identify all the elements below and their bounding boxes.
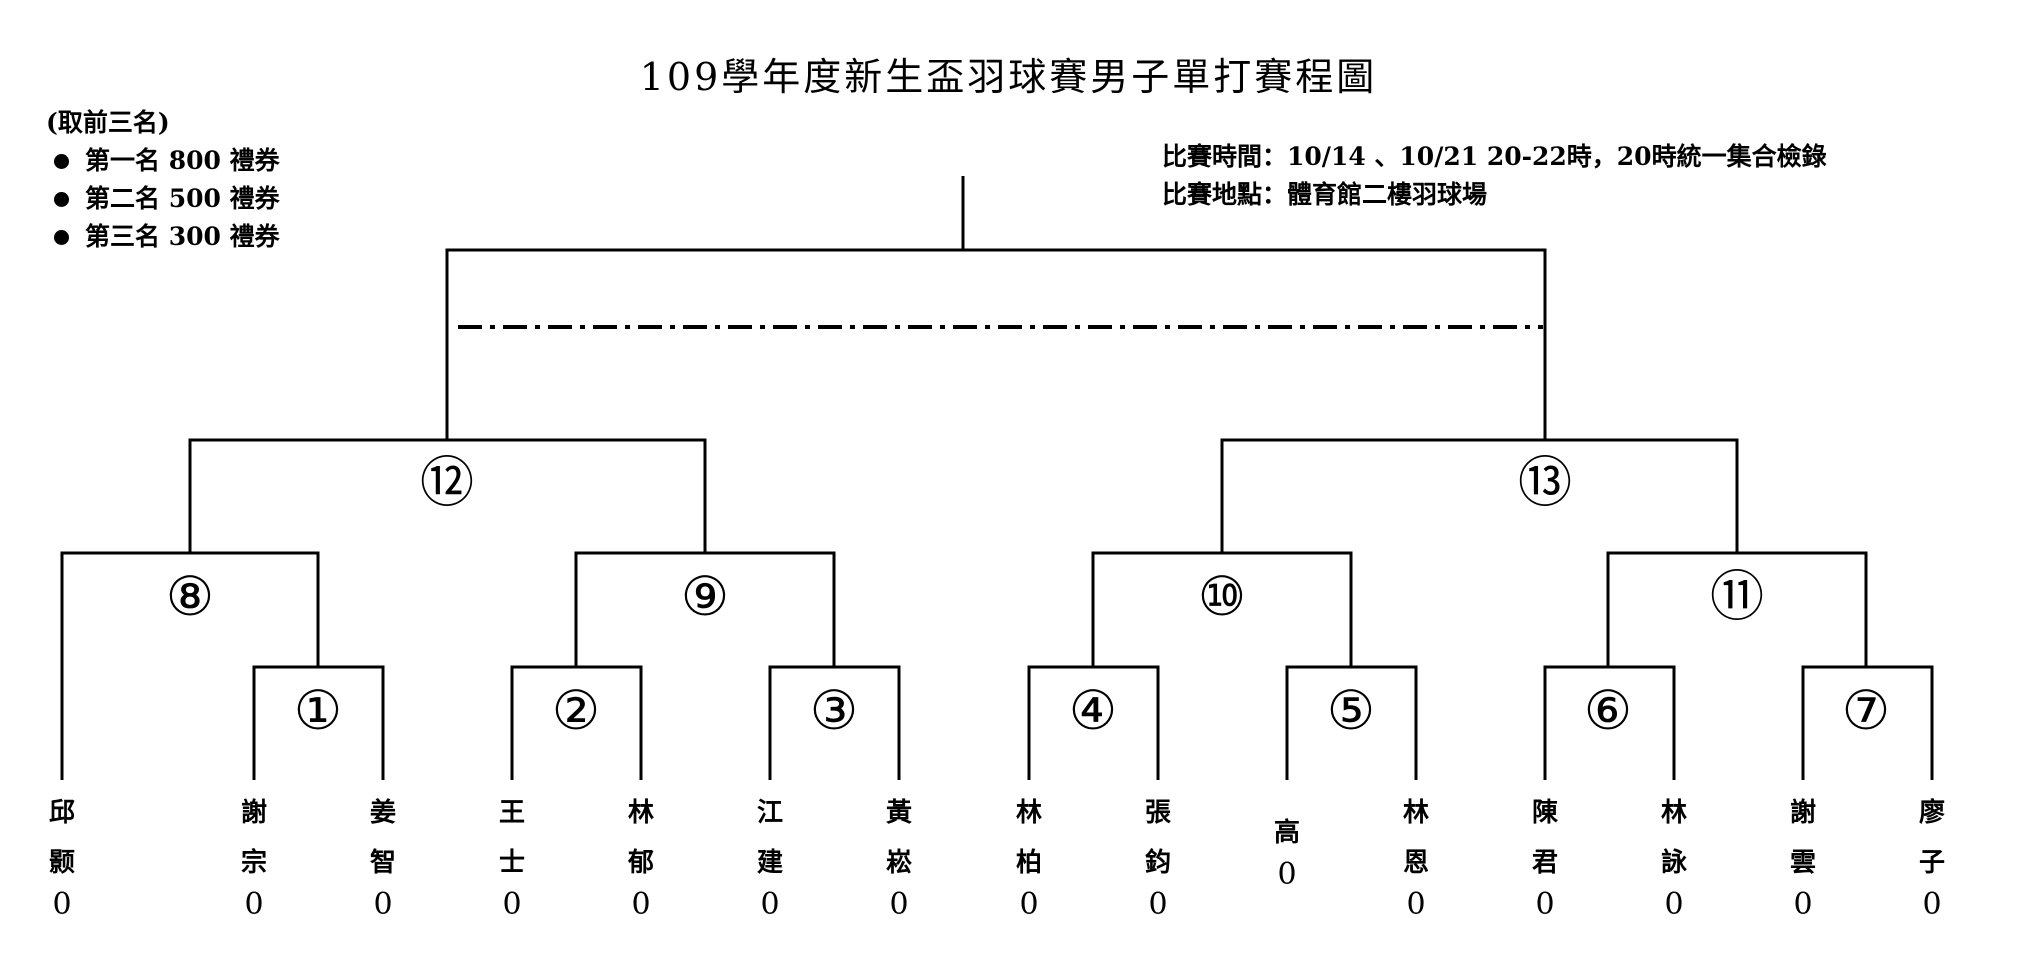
player-entry: 邱颢 0 <box>32 788 92 922</box>
match-number: ⑦ <box>1842 679 1890 742</box>
prize-item-first: 第一名 800 禮券 <box>46 142 280 180</box>
player-entry: 黃崧 0 <box>869 788 929 922</box>
player-name: 邱颢 <box>48 798 75 878</box>
player-score: 0 <box>1019 887 1039 922</box>
bracket-line <box>510 665 643 780</box>
player-entry: 張鈞 0 <box>1128 788 1188 922</box>
match-number: ④ <box>1069 679 1117 742</box>
prize-label: 第三名 300 禮券 <box>85 222 280 251</box>
player-entry: 廖子 0 <box>1902 788 1962 922</box>
prize-label: 第二名 500 禮券 <box>85 184 280 213</box>
bracket-line <box>1543 665 1676 780</box>
player-score: 0 <box>1664 887 1684 922</box>
bracket-line <box>188 438 707 553</box>
match-number: ① <box>294 679 342 742</box>
match-info: 比賽時間：10/14 、10/21 20-22時，20時統一集合檢錄 比賽地點：… <box>1162 138 1827 214</box>
player-name: 姜智 <box>369 798 396 878</box>
match-time: 比賽時間：10/14 、10/21 20-22時，20時統一集合檢錄 <box>1162 142 1827 171</box>
bracket-line <box>1801 665 1934 780</box>
player-name: 陳君 <box>1531 798 1558 878</box>
bullet-icon <box>54 229 69 245</box>
player-entry: 林郁 0 <box>611 788 671 922</box>
bracket-line <box>1091 551 1353 667</box>
prize-list: (取前三名) 第一名 800 禮券 第二名 500 禮券 第三名 300 禮券 <box>46 104 280 256</box>
player-entry: 陳君 0 <box>1515 788 1575 922</box>
player-name: 林恩 <box>1402 798 1429 878</box>
prize-item-third: 第三名 300 禮券 <box>46 218 280 256</box>
player-entry: 江建 0 <box>740 788 800 922</box>
match-number: ⑫ <box>420 451 474 514</box>
player-score: 0 <box>1406 887 1426 922</box>
bracket-lines <box>60 176 1934 780</box>
match-number: ③ <box>810 679 858 742</box>
bracket-line <box>252 665 385 780</box>
player-score: 0 <box>373 887 393 922</box>
player-name: 廖子 <box>1918 798 1945 878</box>
player-entry: 林柏 0 <box>999 788 1059 922</box>
player-name: 王士 <box>498 798 525 878</box>
player-entry: 姜智 0 <box>353 788 413 922</box>
player-name: 高 <box>1273 818 1300 848</box>
player-score: 0 <box>889 887 909 922</box>
player-name: 林郁 <box>627 798 654 878</box>
bullet-icon <box>54 191 69 207</box>
bracket-line <box>445 248 1547 440</box>
bracket-line <box>1027 665 1160 780</box>
page-title: 109學年度新生盃羽球賽男子單打賽程圖 <box>639 55 1378 99</box>
player-entry: 林詠 0 <box>1644 788 1704 922</box>
player-score: 0 <box>631 887 651 922</box>
match-venue: 比賽地點：體育館二樓羽球場 <box>1162 180 1488 209</box>
player-name: 謝宗 <box>240 798 267 878</box>
player-score: 0 <box>1277 857 1297 892</box>
match-labels: ① ② ③ ④ ⑤ ⑥ ⑦ ⑧ ⑨ ⑩ ⑪ ⑫ ⑬ <box>166 451 1890 742</box>
match-number: ⑩ <box>1198 565 1246 628</box>
match-number: ⑤ <box>1327 679 1375 742</box>
player-entry: 謝宗 0 <box>224 788 284 922</box>
player-name: 謝雲 <box>1789 798 1816 878</box>
bracket-line <box>1285 665 1418 780</box>
prize-header: (取前三名) <box>46 108 170 137</box>
player-name: 林詠 <box>1660 798 1687 878</box>
player-name: 張鈞 <box>1144 798 1171 878</box>
player-name: 林柏 <box>1015 798 1042 878</box>
player-score: 0 <box>1148 887 1168 922</box>
player-score: 0 <box>1535 887 1555 922</box>
bracket-line <box>1220 438 1739 553</box>
player-score: 0 <box>1922 887 1942 922</box>
player-name: 黃崧 <box>885 798 912 878</box>
player-score: 0 <box>244 887 264 922</box>
player-entry: 王士 0 <box>482 788 542 922</box>
player-entry: 林恩 0 <box>1386 788 1446 922</box>
match-number: ⑬ <box>1518 451 1572 514</box>
match-number: ⑥ <box>1584 679 1632 742</box>
player-score: 0 <box>502 887 522 922</box>
player-name: 江建 <box>756 798 783 878</box>
match-number: ⑪ <box>1710 565 1764 628</box>
prize-label: 第一名 800 禮券 <box>85 146 280 175</box>
bracket-line <box>768 665 901 780</box>
match-number: ⑧ <box>166 565 214 628</box>
bracket-line <box>1606 551 1868 667</box>
prize-item-second: 第二名 500 禮券 <box>46 180 280 218</box>
player-score: 0 <box>760 887 780 922</box>
player-score: 0 <box>1793 887 1813 922</box>
match-number: ② <box>552 679 600 742</box>
bullet-icon <box>54 153 69 169</box>
player-entry: 謝雲 0 <box>1773 788 1833 922</box>
player-score: 0 <box>52 887 72 922</box>
bracket-line <box>574 551 836 667</box>
bracket-line <box>60 551 320 780</box>
match-number: ⑨ <box>681 565 729 628</box>
